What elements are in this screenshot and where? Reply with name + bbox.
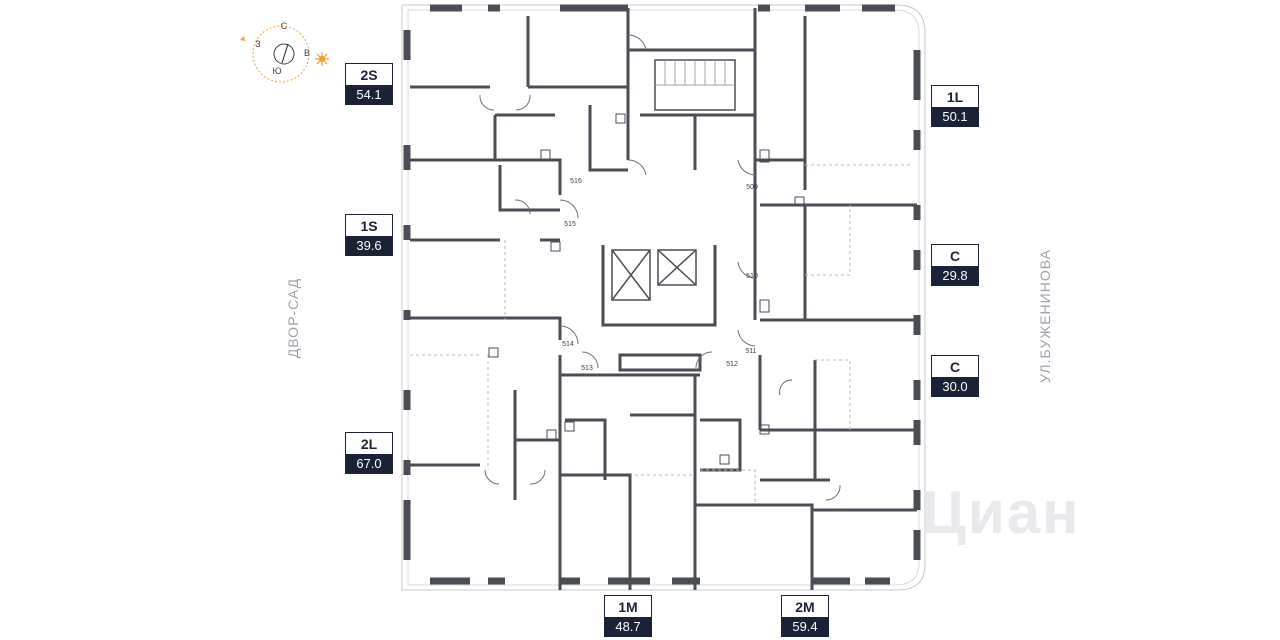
unit-area: 50.1 (931, 107, 979, 127)
unit-label-1l[interactable]: 1L 50.1 (931, 85, 979, 127)
unit-area: 29.8 (931, 266, 979, 286)
unit-area: 39.6 (345, 236, 393, 256)
side-label-left: ДВОР-САД (285, 277, 301, 359)
unit-area: 48.7 (604, 617, 652, 637)
flat-number-513: 513 (581, 365, 593, 372)
flat-number-514: 514 (562, 341, 574, 348)
unit-type: 2M (781, 595, 829, 617)
zone-dividers (410, 164, 912, 505)
compass: С З В Ю (240, 21, 329, 83)
flat-number-509: 509 (746, 184, 758, 191)
flat-number-510: 510 (746, 273, 758, 280)
compass-dial (273, 43, 295, 65)
flat-number-516: 516 (570, 178, 582, 185)
stairwell (654, 59, 736, 111)
unit-label-1m[interactable]: 1M 48.7 (604, 595, 652, 637)
compass-needle (281, 43, 289, 64)
vent-shafts (488, 113, 805, 465)
unit-area: 67.0 (345, 454, 393, 474)
unit-area: 59.4 (781, 617, 829, 637)
unit-label-2s[interactable]: 2S 54.1 (345, 63, 393, 105)
watermark-logo: Циан (922, 479, 1081, 546)
compass-north: С (281, 21, 288, 31)
plan-outline (401, 4, 926, 591)
unit-label-2m[interactable]: 2M 59.4 (781, 595, 829, 637)
compass-arrow (240, 36, 245, 41)
exterior-walls (403, 4, 921, 585)
unit-type: 1L (931, 85, 979, 107)
side-label-right: УЛ.БУЖЕНИНОВА (1037, 249, 1053, 383)
unit-type: 2S (345, 63, 393, 85)
interior-walls (410, 8, 917, 590)
flat-number-515: 515 (564, 221, 576, 228)
unit-type: 1M (604, 595, 652, 617)
door-swings (479, 34, 841, 501)
unit-type: 1S (345, 214, 393, 236)
compass-ring (252, 25, 310, 83)
unit-type: С (931, 355, 979, 377)
unit-label-2l[interactable]: 2L 67.0 (345, 432, 393, 474)
unit-type: С (931, 244, 979, 266)
elevator-shafts (611, 249, 697, 301)
unit-label-1s[interactable]: 1S 39.6 (345, 214, 393, 256)
unit-area: 30.0 (931, 377, 979, 397)
unit-label-c-2[interactable]: С 30.0 (931, 355, 979, 397)
flat-number-512: 512 (726, 361, 738, 368)
flat-number-511: 511 (745, 348, 756, 355)
compass-west: З (255, 39, 260, 49)
unit-type: 2L (345, 432, 393, 454)
sun-icon (315, 52, 329, 66)
compass-east: В (304, 48, 310, 58)
unit-label-c-1[interactable]: С 29.8 (931, 244, 979, 286)
compass-south: Ю (272, 66, 281, 76)
unit-area: 54.1 (345, 85, 393, 105)
